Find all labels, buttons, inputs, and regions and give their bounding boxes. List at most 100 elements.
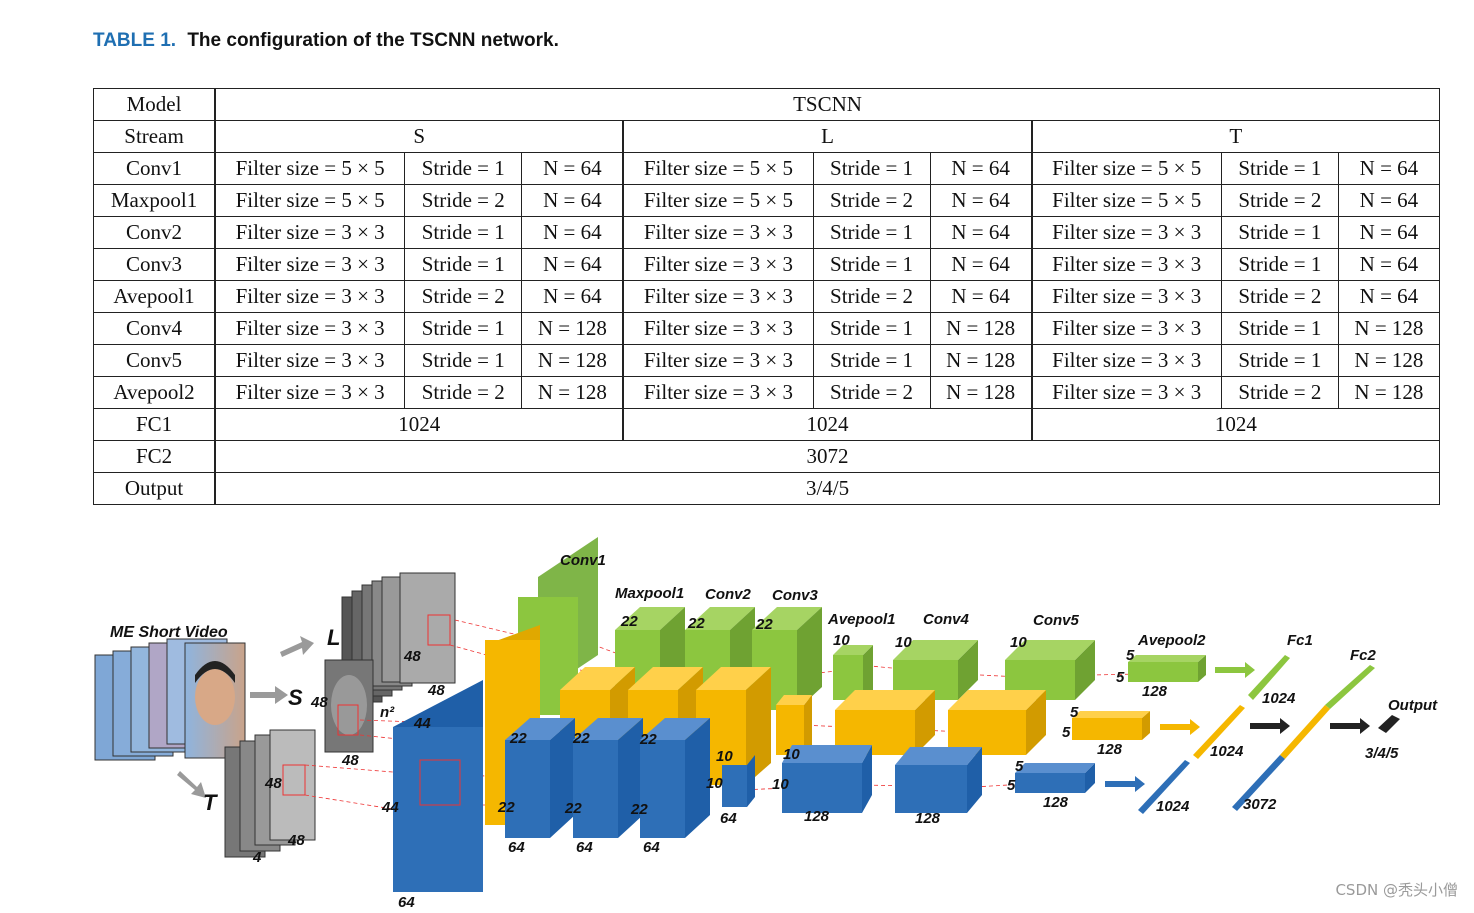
dim-label: 128 bbox=[915, 810, 941, 827]
output-label: Output bbox=[1388, 697, 1438, 714]
filter-size-cell: Filter size = 3 × 3 bbox=[1031, 248, 1222, 281]
filter-size-cell: Filter size = 3 × 3 bbox=[214, 312, 406, 345]
dim-label: 22 bbox=[509, 730, 527, 747]
dim-label: 48 bbox=[341, 752, 359, 769]
row-header: Model bbox=[93, 88, 217, 121]
conv2-label: Conv2 bbox=[705, 586, 752, 603]
filter-size-cell: Filter size = 5 × 5 bbox=[622, 184, 814, 217]
dim-label: 22 bbox=[687, 615, 705, 632]
dim-label: 64 bbox=[643, 839, 660, 856]
conv1-label: Conv1 bbox=[560, 552, 606, 569]
filter-count-cell: N = 64 bbox=[521, 152, 625, 185]
stream-s: S bbox=[214, 120, 625, 153]
filter-count-cell: N = 128 bbox=[521, 376, 625, 409]
stride-cell: Stride = 1 bbox=[404, 312, 523, 345]
stride-cell: Stride = 1 bbox=[1220, 152, 1339, 185]
filter-count-cell: N = 128 bbox=[1337, 312, 1441, 345]
stride-cell: Stride = 2 bbox=[404, 184, 523, 217]
row-header: Output bbox=[93, 472, 217, 505]
stride-cell: Stride = 2 bbox=[404, 376, 523, 409]
mid-blocks bbox=[505, 607, 822, 838]
dim-label: 128 bbox=[1097, 741, 1123, 758]
stride-cell: Stride = 1 bbox=[404, 152, 523, 185]
filter-size-cell: Filter size = 3 × 3 bbox=[622, 248, 814, 281]
filter-size-cell: Filter size = 3 × 3 bbox=[1031, 376, 1222, 409]
avepool2-label: Avepool2 bbox=[1137, 632, 1206, 649]
filter-count-cell: N = 128 bbox=[521, 312, 625, 345]
row-header: Avepool1 bbox=[93, 280, 217, 313]
stream-row: Stream S L T bbox=[93, 120, 1440, 153]
filter-size-cell: Filter size = 3 × 3 bbox=[622, 280, 814, 313]
stride-cell: Stride = 2 bbox=[1220, 280, 1339, 313]
filter-size-cell: Filter size = 3 × 3 bbox=[214, 376, 406, 409]
dim-label: 22 bbox=[639, 731, 657, 748]
dim-label: 5 bbox=[1007, 777, 1016, 794]
filter-count-cell: N = 64 bbox=[1337, 152, 1441, 185]
dim-label: 5 bbox=[1015, 758, 1024, 775]
filter-size-cell: Filter size = 3 × 3 bbox=[622, 376, 814, 409]
filter-count-cell: N = 64 bbox=[521, 184, 625, 217]
dim-label: 10 bbox=[716, 748, 733, 765]
dim-label: 48 bbox=[287, 832, 305, 849]
stride-cell: Stride = 2 bbox=[404, 280, 523, 313]
row-header: FC2 bbox=[93, 440, 217, 473]
filter-count-cell: N = 64 bbox=[1337, 216, 1441, 249]
filter-size-cell: Filter size = 3 × 3 bbox=[1031, 344, 1222, 377]
dim-label: 1024 bbox=[1210, 743, 1244, 760]
stride-cell: Stride = 2 bbox=[1220, 376, 1339, 409]
row-header: Conv4 bbox=[93, 312, 217, 345]
filter-count-cell: N = 128 bbox=[929, 344, 1033, 377]
output-block bbox=[1378, 715, 1400, 733]
stride-cell: Stride = 1 bbox=[1220, 216, 1339, 249]
s-stream-face bbox=[324, 659, 374, 753]
fc2-bar bbox=[1232, 665, 1375, 811]
dim-label: 10 bbox=[833, 632, 850, 649]
dim-label: 10 bbox=[895, 634, 912, 651]
dim-label: 48 bbox=[403, 648, 421, 665]
filter-size-cell: Filter size = 5 × 5 bbox=[1031, 152, 1222, 185]
stream-t: T bbox=[1031, 120, 1440, 153]
stride-cell: Stride = 1 bbox=[812, 312, 931, 345]
dim-label: 22 bbox=[564, 800, 582, 817]
fc1-l: 1024 bbox=[622, 408, 1033, 441]
row-header: Conv5 bbox=[93, 344, 217, 377]
stride-cell: Stride = 2 bbox=[812, 184, 931, 217]
fc1-bars bbox=[1138, 655, 1290, 814]
dim-label: 10 bbox=[783, 746, 800, 763]
row-header: Avepool2 bbox=[93, 376, 217, 409]
filter-size-cell: Filter size = 3 × 3 bbox=[1031, 280, 1222, 313]
dim-label: 64 bbox=[576, 839, 593, 856]
input-label: ME Short Video bbox=[110, 624, 228, 641]
avepool2-blocks bbox=[1072, 655, 1206, 740]
stride-cell: Stride = 1 bbox=[404, 216, 523, 249]
stride-cell: Stride = 1 bbox=[812, 152, 931, 185]
dim-label: 1024 bbox=[1262, 690, 1296, 707]
diagram-labels: ME Short Video L S T Conv1 Maxpool1 Conv… bbox=[110, 552, 1438, 911]
fc1-row: FC1 1024 1024 1024 bbox=[93, 408, 1440, 441]
filter-size-cell: Filter size = 3 × 3 bbox=[214, 280, 406, 313]
stream-l-label: L bbox=[327, 625, 340, 650]
stream-arrows bbox=[177, 636, 314, 798]
filter-size-cell: Filter size = 3 × 3 bbox=[1031, 312, 1222, 345]
filter-count-cell: N = 64 bbox=[929, 152, 1033, 185]
filter-count-cell: N = 64 bbox=[929, 216, 1033, 249]
stride-cell: Stride = 1 bbox=[404, 248, 523, 281]
filter-count-cell: N = 128 bbox=[1337, 376, 1441, 409]
output-value-label: 3/4/5 bbox=[1365, 745, 1399, 762]
filter-size-cell: Filter size = 5 × 5 bbox=[214, 152, 406, 185]
stream-t-label: T bbox=[203, 790, 218, 815]
row-header: Conv1 bbox=[93, 152, 217, 185]
dim-label: 22 bbox=[755, 616, 773, 633]
dim-label: 128 bbox=[1043, 794, 1069, 811]
row-header: Maxpool1 bbox=[93, 184, 217, 217]
conv5-label: Conv5 bbox=[1033, 612, 1080, 629]
filter-count-cell: N = 64 bbox=[929, 280, 1033, 313]
stride-cell: Stride = 1 bbox=[812, 344, 931, 377]
